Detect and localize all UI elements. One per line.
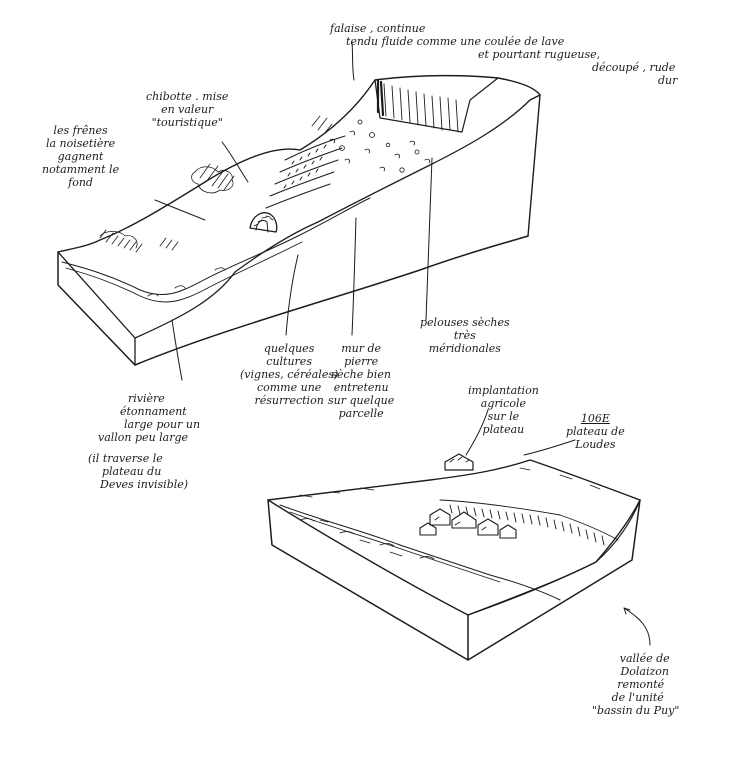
note-line: sur quelque xyxy=(328,394,395,407)
note-line: (vignes, céréales) xyxy=(240,368,339,381)
note-line: méridionales xyxy=(428,342,501,355)
leader-lines xyxy=(154,41,651,646)
note-line: rivière xyxy=(128,392,165,405)
note-line: et pourtant rugueuse, xyxy=(478,48,601,61)
note-line: Deves invisible) xyxy=(100,478,189,491)
note-line: "touristique" xyxy=(151,116,223,129)
note-line: gagnent xyxy=(57,150,104,163)
note-line: dur xyxy=(658,74,678,87)
unit-code: 106E xyxy=(580,412,610,425)
note-implantation: implantation agricole sur le plateau xyxy=(468,384,539,436)
note-line: plateau du xyxy=(102,465,162,478)
note-line: sèche bien xyxy=(331,368,391,381)
note-line: (il traverse le xyxy=(88,452,163,465)
note-line: Loudes xyxy=(575,438,616,451)
note-line: notamment le xyxy=(42,163,120,176)
note-line: très xyxy=(453,329,476,342)
note-line: découpé , rude xyxy=(592,61,676,74)
note-line: pelouses sèches xyxy=(420,316,510,329)
lower-block-diagram xyxy=(267,453,641,661)
note-line: agricole xyxy=(480,397,526,410)
note-line: résurrection xyxy=(254,394,324,407)
note-line: étonnament xyxy=(120,405,187,418)
note-frenes: les frênes la noisetière gagnent notamme… xyxy=(42,124,119,189)
note-line: remonté xyxy=(617,678,665,691)
note-line: la noisetière xyxy=(45,137,116,150)
note-line: entretenu xyxy=(333,381,389,394)
note-line: vallée de xyxy=(619,652,670,665)
note-line: cultures xyxy=(266,355,312,368)
note-line: quelques xyxy=(263,342,315,355)
note-mur: mur de pierre sèche bien entretenu sur q… xyxy=(328,342,394,420)
note-line: comme une xyxy=(256,381,322,394)
note-line: les frênes xyxy=(53,124,108,137)
note-line: falaise , continue xyxy=(330,22,426,35)
note-plateau: 106E plateau de Loudes xyxy=(566,412,625,451)
note-line: tendu fluide comme une coulée de lave xyxy=(346,35,565,48)
note-cultures: quelques cultures (vignes, céréales) com… xyxy=(240,342,338,407)
note-line: fond xyxy=(68,176,93,189)
note-line: "bassin du Puy" xyxy=(592,704,680,717)
note-chibotte: chibotte . mise en valeur "touristique" xyxy=(146,90,228,129)
note-line: pierre xyxy=(344,355,379,368)
note-line: chibotte . mise xyxy=(146,90,229,103)
note-line: en valeur xyxy=(161,103,214,116)
note-pelouses: pelouses sèches très méridionales xyxy=(420,316,510,355)
note-line: plateau de xyxy=(566,425,625,438)
note-falaise: falaise , continue tendu fluide comme un… xyxy=(330,22,677,87)
note-riviere: rivière étonnament large pour un vallon … xyxy=(88,392,200,491)
note-line: implantation xyxy=(468,384,539,397)
note-vallee: vallée de Dolaizon remonté de l'unité "b… xyxy=(582,652,679,717)
note-line: parcelle xyxy=(338,407,384,420)
note-line: de l'unité xyxy=(611,691,664,704)
note-line: large pour un xyxy=(124,418,201,431)
note-line: plateau xyxy=(482,423,525,436)
note-line: mur de xyxy=(341,342,382,355)
note-line: Dolaizon xyxy=(620,665,669,678)
note-line: vallon peu large xyxy=(98,431,189,444)
upper-block-diagram xyxy=(57,74,541,366)
note-line: sur le xyxy=(487,410,520,423)
